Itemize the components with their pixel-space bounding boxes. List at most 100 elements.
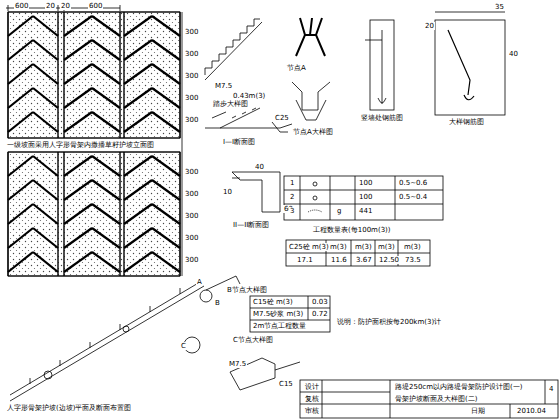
skeleton-rib	[63, 152, 64, 276]
skeleton-rib	[64, 16, 92, 36]
skeleton-rib	[33, 252, 58, 272]
drawing-label: 300	[184, 72, 199, 80]
drawing-label: g	[336, 207, 342, 215]
drawing-label: 0.5~0.6	[398, 179, 428, 187]
drawing-label: 节点A大样图	[292, 128, 334, 136]
drawing-label: 一级坡面采用人字形骨架内撒播草籽护坡立面图	[6, 141, 155, 149]
drawing-label: II—II断面图	[232, 221, 270, 229]
skeleton-rib	[63, 12, 64, 138]
skeleton-rib	[8, 252, 33, 272]
drawing-label: 100	[358, 179, 373, 187]
skeleton-rib	[8, 137, 180, 138]
skeleton-rib	[152, 156, 180, 176]
skeleton-rib	[8, 228, 33, 248]
skeleton-rib	[8, 112, 33, 132]
drawing-label: C25砼 m(3)	[288, 243, 330, 251]
drawing-label: 300	[184, 94, 199, 102]
skeleton-rib	[124, 40, 152, 60]
skeleton-rib	[124, 64, 152, 84]
skeleton-rib	[152, 88, 180, 108]
skeleton-rib	[119, 12, 120, 138]
skeleton-rib	[64, 228, 92, 248]
skeleton-rib	[8, 64, 33, 84]
skeleton-rib	[64, 252, 92, 272]
skeleton-rib	[64, 156, 92, 176]
drawing-label: 10	[222, 188, 233, 196]
drawing-label: C	[180, 342, 187, 350]
skeleton-rib	[57, 152, 58, 276]
drawing-label: 2	[289, 193, 295, 201]
skeleton-rib	[8, 11, 180, 12]
skeleton-rib	[64, 180, 92, 200]
skeleton-rib	[33, 16, 58, 36]
drawing-label: 600	[88, 2, 103, 10]
skeleton-rib	[124, 156, 152, 176]
skeleton-rib	[7, 152, 8, 276]
skeleton-rib	[33, 88, 58, 108]
skeleton-rib	[8, 275, 180, 276]
drawing-label: M7.5	[214, 82, 233, 90]
drawing-label: 节点A	[286, 64, 307, 72]
drawing-label: 300	[184, 256, 199, 264]
skeleton-rib	[8, 204, 33, 224]
drawing-label: M7.5	[228, 360, 247, 368]
drawing-label: A	[196, 278, 203, 286]
drawing-label: B	[214, 299, 221, 307]
skeleton-rib	[152, 228, 180, 248]
drawing-label: 441	[358, 207, 373, 215]
skeleton-rib	[92, 204, 120, 224]
drawing-label: m(3)	[377, 243, 396, 251]
drawing-label: 300	[184, 190, 199, 198]
drawing-label: 4	[548, 385, 554, 393]
skeleton-rib	[33, 180, 58, 200]
drawing-label: 大样钢筋图	[448, 118, 485, 126]
drawing-label: B节点大样图	[226, 286, 268, 294]
drawing-label: M7.5砂浆 m(3)	[252, 310, 304, 318]
drawing-label: 40	[254, 163, 265, 171]
skeleton-rib	[33, 228, 58, 248]
skeleton-rib	[92, 252, 120, 272]
skeleton-rib	[179, 152, 180, 276]
drawing-label: 300	[184, 212, 199, 220]
drawing-label: 1	[289, 179, 295, 187]
skeleton-rib	[33, 40, 58, 60]
drawing-label: 审核	[304, 407, 320, 415]
skeleton-rib	[152, 64, 180, 84]
skeleton-rib	[33, 112, 58, 132]
skeleton-rib	[152, 112, 180, 132]
drawing-label: 35	[494, 3, 505, 11]
drawing-label: 100	[358, 193, 373, 201]
skeleton-rib	[179, 12, 180, 138]
drawing-label: 2010.04	[516, 407, 547, 415]
drawing-label: 20	[60, 2, 71, 10]
skeleton-rib	[123, 12, 124, 138]
drawing-label: 300	[184, 168, 199, 176]
drawing-label: I—I断面图	[222, 138, 256, 146]
drawing-label: 人字形骨架护坡(边坡)平面及断面布置图	[6, 404, 132, 412]
skeleton-rib	[64, 88, 92, 108]
drawing-label: 12.50	[378, 256, 400, 264]
skeleton-rib	[152, 16, 180, 36]
drawing-label: 复核	[304, 395, 320, 403]
skeleton-rib	[8, 151, 180, 152]
skeleton-rib	[57, 12, 58, 138]
skeleton-rib	[152, 252, 180, 272]
drawing-label: 17.1	[296, 256, 314, 264]
drawing-label: m(3)	[403, 243, 422, 251]
skeleton-rib	[92, 228, 120, 248]
drawing-label: 300	[184, 116, 199, 124]
drawing-label: 20	[45, 2, 56, 10]
drawing-label: C15	[278, 380, 294, 388]
drawing-label: 300	[184, 50, 199, 58]
drawing-label: 骨架护坡断面及大样图(二)	[394, 395, 478, 403]
skeleton-rib	[8, 40, 33, 60]
skeleton-rib	[92, 180, 120, 200]
skeleton-rib	[92, 64, 120, 84]
drawing-label: 工程数量表(每100m(3))	[312, 226, 392, 234]
skeleton-rib	[92, 40, 120, 60]
skeleton-rib	[124, 16, 152, 36]
drawing-label: 日期	[470, 407, 486, 415]
skeleton-rib	[152, 40, 180, 60]
drawing-label: 0.03	[311, 298, 329, 306]
